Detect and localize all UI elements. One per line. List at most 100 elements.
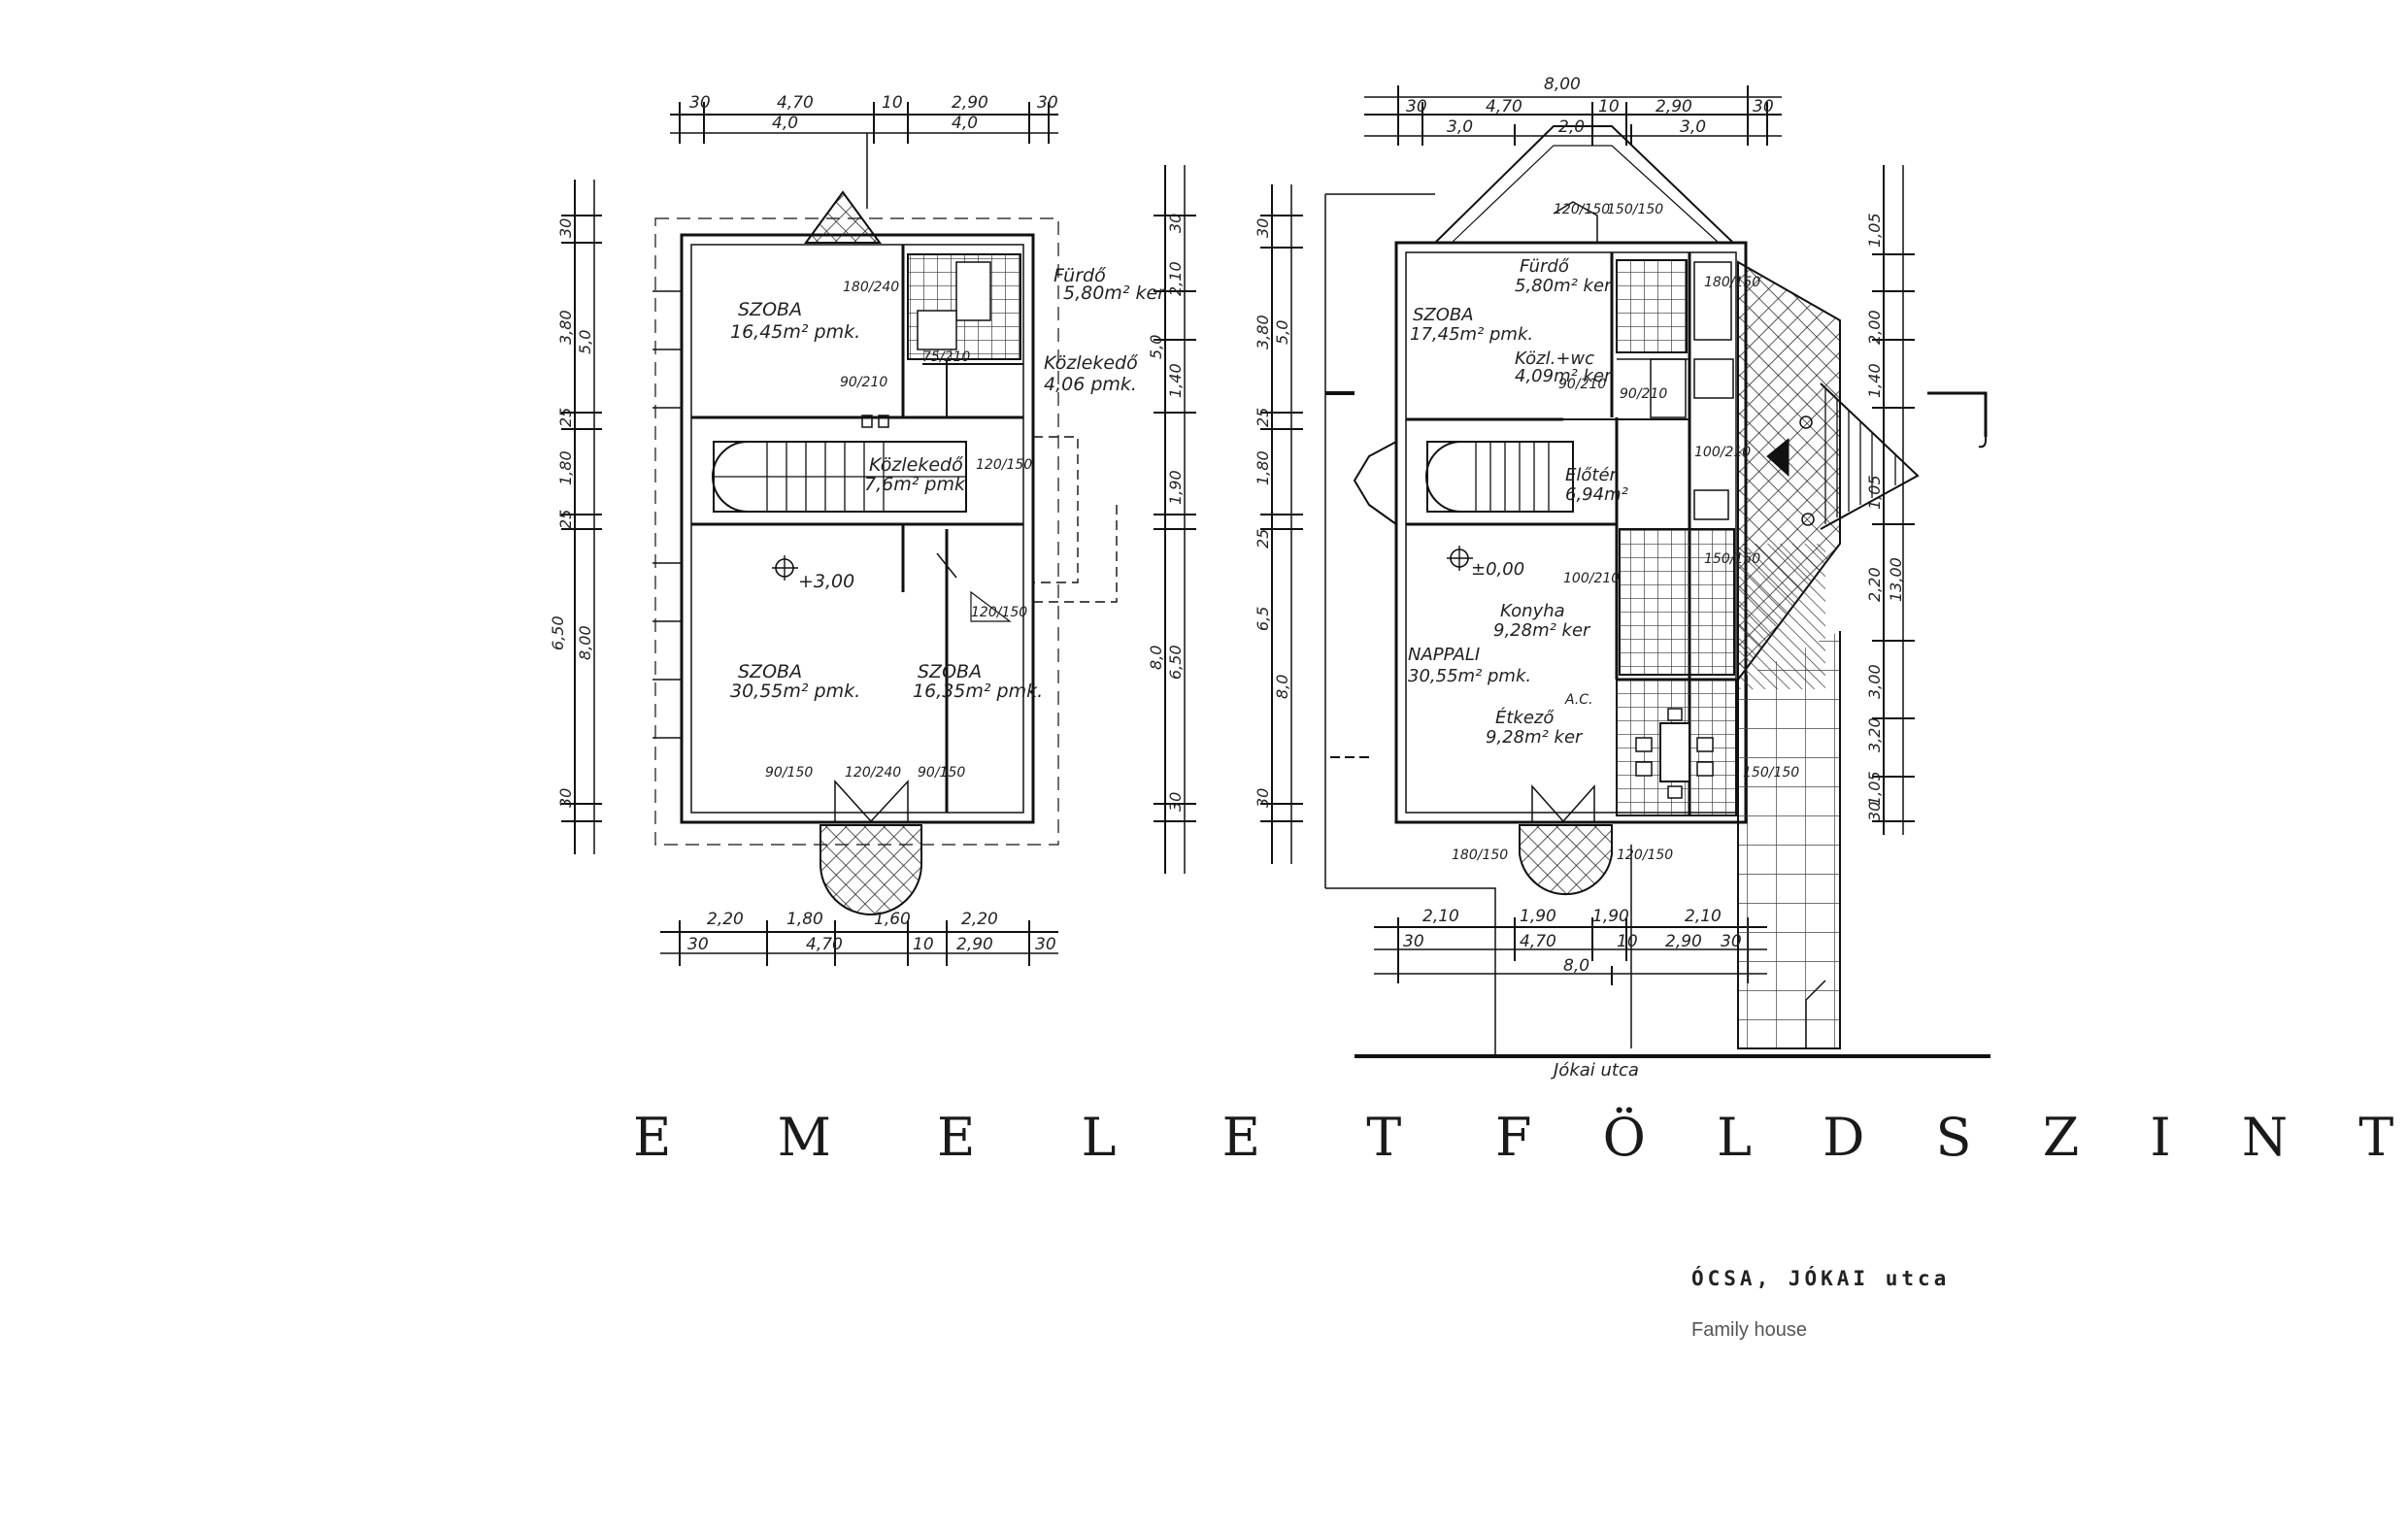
- emelet-left-dim-6: 6,50: [549, 615, 567, 650]
- foldszint-room-6-name: NAPPALI: [1408, 645, 1480, 665]
- emelet-room-6-name: SZOBA: [918, 661, 982, 682]
- emelet-top-dim-1: 30: [689, 93, 711, 113]
- emelet-bottom-dim-6: 4,70: [806, 935, 843, 954]
- emelet-bottom-dim-1: 2,20: [707, 910, 744, 929]
- foldszint-room-5-area: 9,28m² ker: [1493, 620, 1591, 641]
- emelet-top-dim-4: 2,90: [952, 93, 988, 113]
- emelet-top-dim-2: 4,70: [777, 93, 814, 113]
- emelet-room-4-name: Közlekedő: [869, 454, 963, 476]
- foldszint-room-1-area: 5,80m² ker: [1515, 276, 1613, 296]
- emelet-room-4-area: 7,6m² pmk: [864, 474, 966, 495]
- emelet-bottom-dim-5: 30: [687, 935, 709, 954]
- emelet-room-5-area: 30,55m² pmk.: [730, 681, 860, 702]
- foldszint-left-dim-1: 30: [1254, 218, 1272, 238]
- emelet-right-dim-6: 1,90: [1166, 470, 1185, 505]
- foldszint-right-dim-10: 13,00: [1887, 557, 1905, 602]
- upper-floor-title: E M E L E T: [633, 1107, 1447, 1168]
- foldszint-opening-7: 100/210: [1694, 445, 1751, 460]
- foldszint-opening-11: 150/150: [1607, 202, 1663, 217]
- emelet-right-dim-3: 8,0: [1147, 646, 1165, 670]
- foldszint-top-dim-8: 3,0: [1680, 117, 1706, 137]
- foldszint-opening-3: 150/150: [1743, 765, 1799, 781]
- foldszint-bottom-dim-7: 10: [1617, 932, 1638, 951]
- project-title: ÓCSA, JÓKAI utca: [1691, 1267, 1951, 1290]
- foldszint-opening-10: 120/150: [1554, 202, 1610, 217]
- foldszint-right-dim-7: 3,20: [1865, 717, 1884, 752]
- emelet-opening-1: 180/240: [843, 280, 899, 295]
- foldszint-opening-5: 90/210: [1558, 377, 1606, 392]
- foldszint-right-dim-3: 1,40: [1865, 363, 1884, 398]
- emelet-bottom-dim-8: 2,90: [956, 935, 993, 954]
- emelet-opening-6: 90/150: [765, 765, 813, 781]
- foldszint-left-dim-9: 8,0: [1273, 675, 1291, 699]
- emelet-bottom-dim-9: 30: [1035, 935, 1056, 954]
- foldszint-bottom-dim-8: 2,90: [1665, 932, 1702, 951]
- foldszint-room-2-area: 17,45m² pmk.: [1410, 324, 1533, 345]
- emelet-opening-2: 90/210: [840, 375, 887, 390]
- emelet-opening-4: 120/150: [976, 457, 1032, 473]
- emelet-level-mark: +3,00: [798, 571, 854, 592]
- foldszint-opening-4: 100/210: [1563, 571, 1620, 586]
- foldszint-bottom-dim-4: 2,10: [1685, 907, 1722, 926]
- foldszint-left-dim-3: 25: [1254, 408, 1272, 427]
- emelet-left-dim-2: 3,80: [556, 310, 575, 345]
- emelet-left-dim-3: 25: [556, 408, 575, 427]
- emelet-room-3-area: 4,06 pmk.: [1044, 374, 1137, 395]
- foldszint-room-6-area: 30,55m² pmk.: [1408, 666, 1531, 686]
- foldszint-room-3-name: Közl.+wc: [1515, 349, 1594, 369]
- emelet-right-dim-8: 30: [1166, 792, 1185, 812]
- emelet-right-dim-2: 5,0: [1147, 335, 1165, 359]
- foldszint-bottom-dim-9: 30: [1721, 932, 1742, 951]
- emelet-right-dim-5: 1,40: [1166, 363, 1185, 398]
- emelet-left-dim-8: 5,0: [576, 330, 594, 354]
- foldszint-bottom-total: 8,0: [1563, 956, 1589, 976]
- emelet-room-2-name: Fürdő: [1054, 265, 1106, 286]
- foldszint-room-5-name: Konyha: [1500, 601, 1565, 621]
- emelet-top-dim-6: 4,0: [772, 114, 798, 133]
- foldszint-bottom-dim-3: 1,90: [1592, 907, 1629, 926]
- foldszint-left-dim-6: 6,5: [1254, 607, 1272, 631]
- foldszint-room-7-name: Étkező: [1495, 707, 1555, 728]
- foldszint-room-3-area: 4,09m² ker: [1515, 366, 1613, 386]
- foldszint-top-dim-1: 30: [1406, 97, 1427, 116]
- emelet-left-dim-4: 1,80: [556, 450, 575, 485]
- emelet-bottom-dim-2: 1,80: [786, 910, 823, 929]
- emelet-top-dim-3: 10: [882, 93, 903, 113]
- ground-floor-title: F Ö L D S Z I N T: [1495, 1107, 2408, 1168]
- foldszint-top-dim-3: 10: [1598, 97, 1620, 116]
- emelet-opening-8: 120/150: [971, 605, 1027, 620]
- foldszint-opening-9: 180/150: [1704, 275, 1760, 290]
- foldszint-right-dim-8: 1,05: [1865, 771, 1884, 806]
- emelet-room-6-area: 16,35m² pmk.: [913, 681, 1043, 702]
- emelet-top-dim-7: 4,0: [952, 114, 978, 133]
- foldszint-top-dim-7: 2,0: [1558, 117, 1585, 137]
- foldszint-bottom-dim-2: 1,90: [1520, 907, 1556, 926]
- foldszint-left-dim-7: 30: [1254, 788, 1272, 808]
- foldszint-right-dim-1: 1,05: [1865, 213, 1884, 248]
- foldszint-room-4-name: Előtér: [1565, 465, 1619, 485]
- emelet-opening-7: 90/150: [918, 765, 965, 781]
- foldszint-right-dim-4: 1,05: [1865, 475, 1884, 510]
- emelet-left-dim-1: 30: [556, 218, 575, 238]
- foldszint-top-dim-6: 3,0: [1447, 117, 1473, 137]
- foldszint-top-dim-4: 2,90: [1656, 97, 1692, 116]
- upper-floor-plan: [561, 102, 1196, 966]
- foldszint-left-dim-4: 1,80: [1254, 450, 1272, 485]
- foldszint-ac-label: A.C.: [1564, 692, 1593, 708]
- emelet-bottom-dim-4: 2,20: [961, 910, 998, 929]
- foldszint-top-dim-2: 4,70: [1486, 97, 1522, 116]
- foldszint-opening-8: 150/150: [1704, 551, 1760, 567]
- foldszint-bottom-dim-6: 4,70: [1520, 932, 1556, 951]
- emelet-bottom-dim-3: 1,60: [874, 910, 911, 929]
- emelet-opening-5: 120/240: [845, 765, 901, 781]
- emelet-left-dim-9: 8,00: [576, 625, 594, 660]
- foldszint-room-2-name: SZOBA: [1413, 305, 1474, 325]
- foldszint-left-dim-8: 5,0: [1273, 320, 1291, 345]
- foldszint-room-7-area: 9,28m² ker: [1486, 727, 1584, 748]
- emelet-room-1-area: 16,45m² pmk.: [730, 321, 860, 343]
- foldszint-level-mark: ±0,00: [1471, 559, 1524, 580]
- foldszint-right-dim-5: 2,20: [1865, 567, 1884, 602]
- ground-floor-plan: [1260, 85, 1990, 1058]
- emelet-right-dim-4: 2,10: [1166, 261, 1185, 296]
